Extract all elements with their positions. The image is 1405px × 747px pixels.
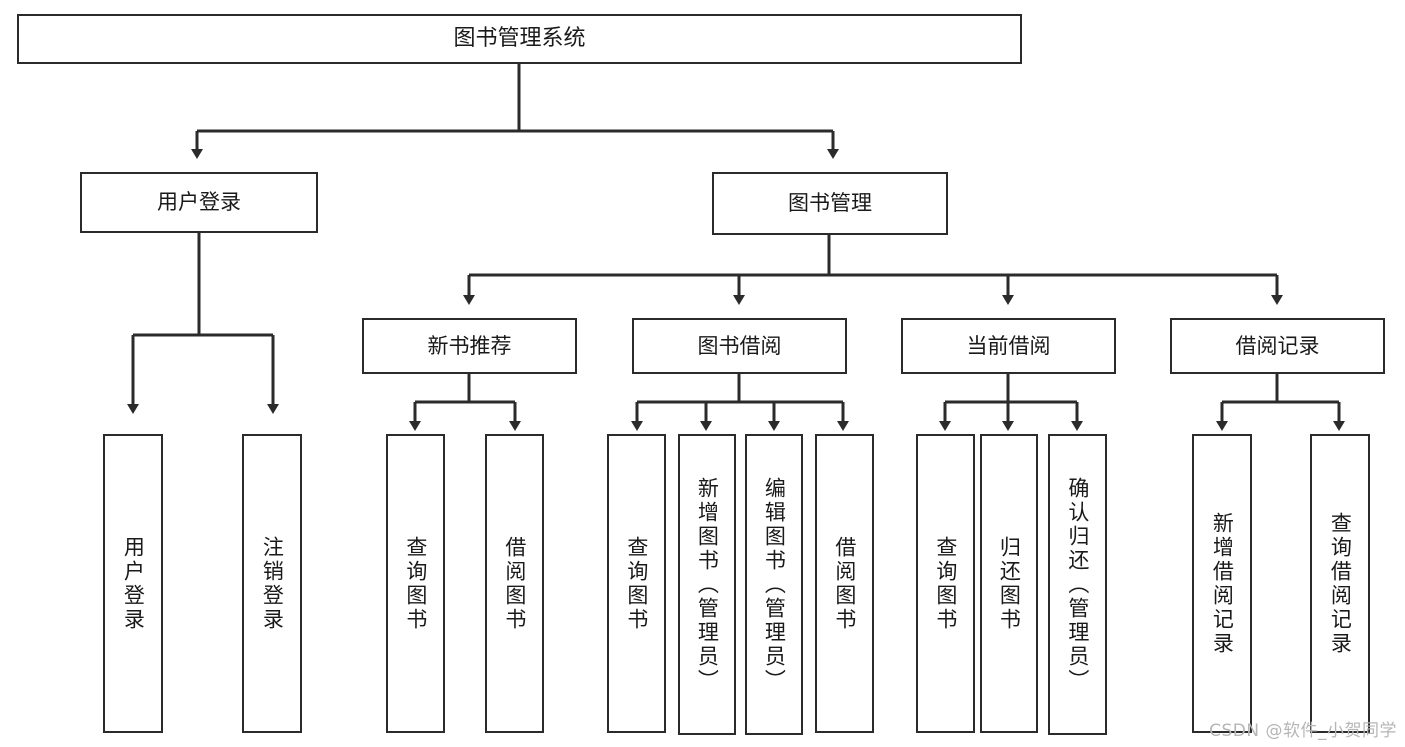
node-leaf-borrow-book-1-label: 借阅图书 — [502, 535, 527, 632]
node-book-borrow-label: 图书借阅 — [697, 333, 782, 358]
node-current-borrow[interactable]: 当前借阅 — [901, 318, 1116, 374]
node-leaf-query-book-3-label: 查询图书 — [933, 535, 958, 632]
node-new-book-recommend[interactable]: 新书推荐 — [362, 318, 577, 374]
node-leaf-user-logout[interactable]: 注销登录 — [242, 434, 302, 733]
node-leaf-add-book[interactable]: 新增图书（管理员） — [678, 434, 736, 735]
node-leaf-user-login[interactable]: 用户登录 — [103, 434, 163, 733]
node-leaf-query-record[interactable]: 查询借阅记录 — [1310, 434, 1370, 733]
node-leaf-return-book-label: 归还图书 — [997, 535, 1022, 632]
node-leaf-borrow-book-2-label: 借阅图书 — [832, 535, 857, 632]
node-leaf-query-book-3[interactable]: 查询图书 — [916, 434, 975, 733]
node-book-manage[interactable]: 图书管理 — [712, 172, 948, 235]
node-leaf-user-login-label: 用户登录 — [121, 535, 146, 632]
node-leaf-query-record-label: 查询借阅记录 — [1328, 511, 1353, 656]
node-book-borrow[interactable]: 图书借阅 — [632, 318, 847, 374]
node-borrow-record-label: 借阅记录 — [1235, 333, 1320, 358]
node-root-label: 图书管理系统 — [453, 26, 586, 52]
node-user-login-label: 用户登录 — [157, 190, 241, 215]
node-leaf-borrow-book-2[interactable]: 借阅图书 — [815, 434, 874, 733]
node-leaf-query-book-2-label: 查询图书 — [624, 535, 649, 632]
node-current-borrow-label: 当前借阅 — [966, 333, 1051, 358]
node-leaf-user-logout-label: 注销登录 — [260, 535, 285, 632]
node-leaf-query-book-2[interactable]: 查询图书 — [607, 434, 666, 733]
node-leaf-query-book-1-label: 查询图书 — [403, 535, 428, 632]
node-root[interactable]: 图书管理系统 — [17, 14, 1022, 64]
node-leaf-add-book-label: 新增图书（管理员） — [695, 476, 720, 693]
node-new-book-recommend-label: 新书推荐 — [427, 333, 512, 358]
node-leaf-borrow-book-1[interactable]: 借阅图书 — [485, 434, 544, 733]
node-user-login[interactable]: 用户登录 — [80, 172, 318, 233]
node-leaf-confirm-return-label: 确认归还（管理员） — [1065, 476, 1090, 693]
node-borrow-record[interactable]: 借阅记录 — [1170, 318, 1385, 374]
node-leaf-add-record-label: 新增借阅记录 — [1210, 511, 1235, 656]
node-leaf-return-book[interactable]: 归还图书 — [980, 434, 1038, 733]
node-leaf-query-book-1[interactable]: 查询图书 — [386, 434, 445, 733]
node-leaf-edit-book-label: 编辑图书（管理员） — [762, 476, 787, 693]
node-leaf-edit-book[interactable]: 编辑图书（管理员） — [745, 434, 803, 735]
node-book-manage-label: 图书管理 — [788, 191, 872, 216]
node-leaf-add-record[interactable]: 新增借阅记录 — [1192, 434, 1252, 733]
node-leaf-confirm-return[interactable]: 确认归还（管理员） — [1048, 434, 1107, 735]
